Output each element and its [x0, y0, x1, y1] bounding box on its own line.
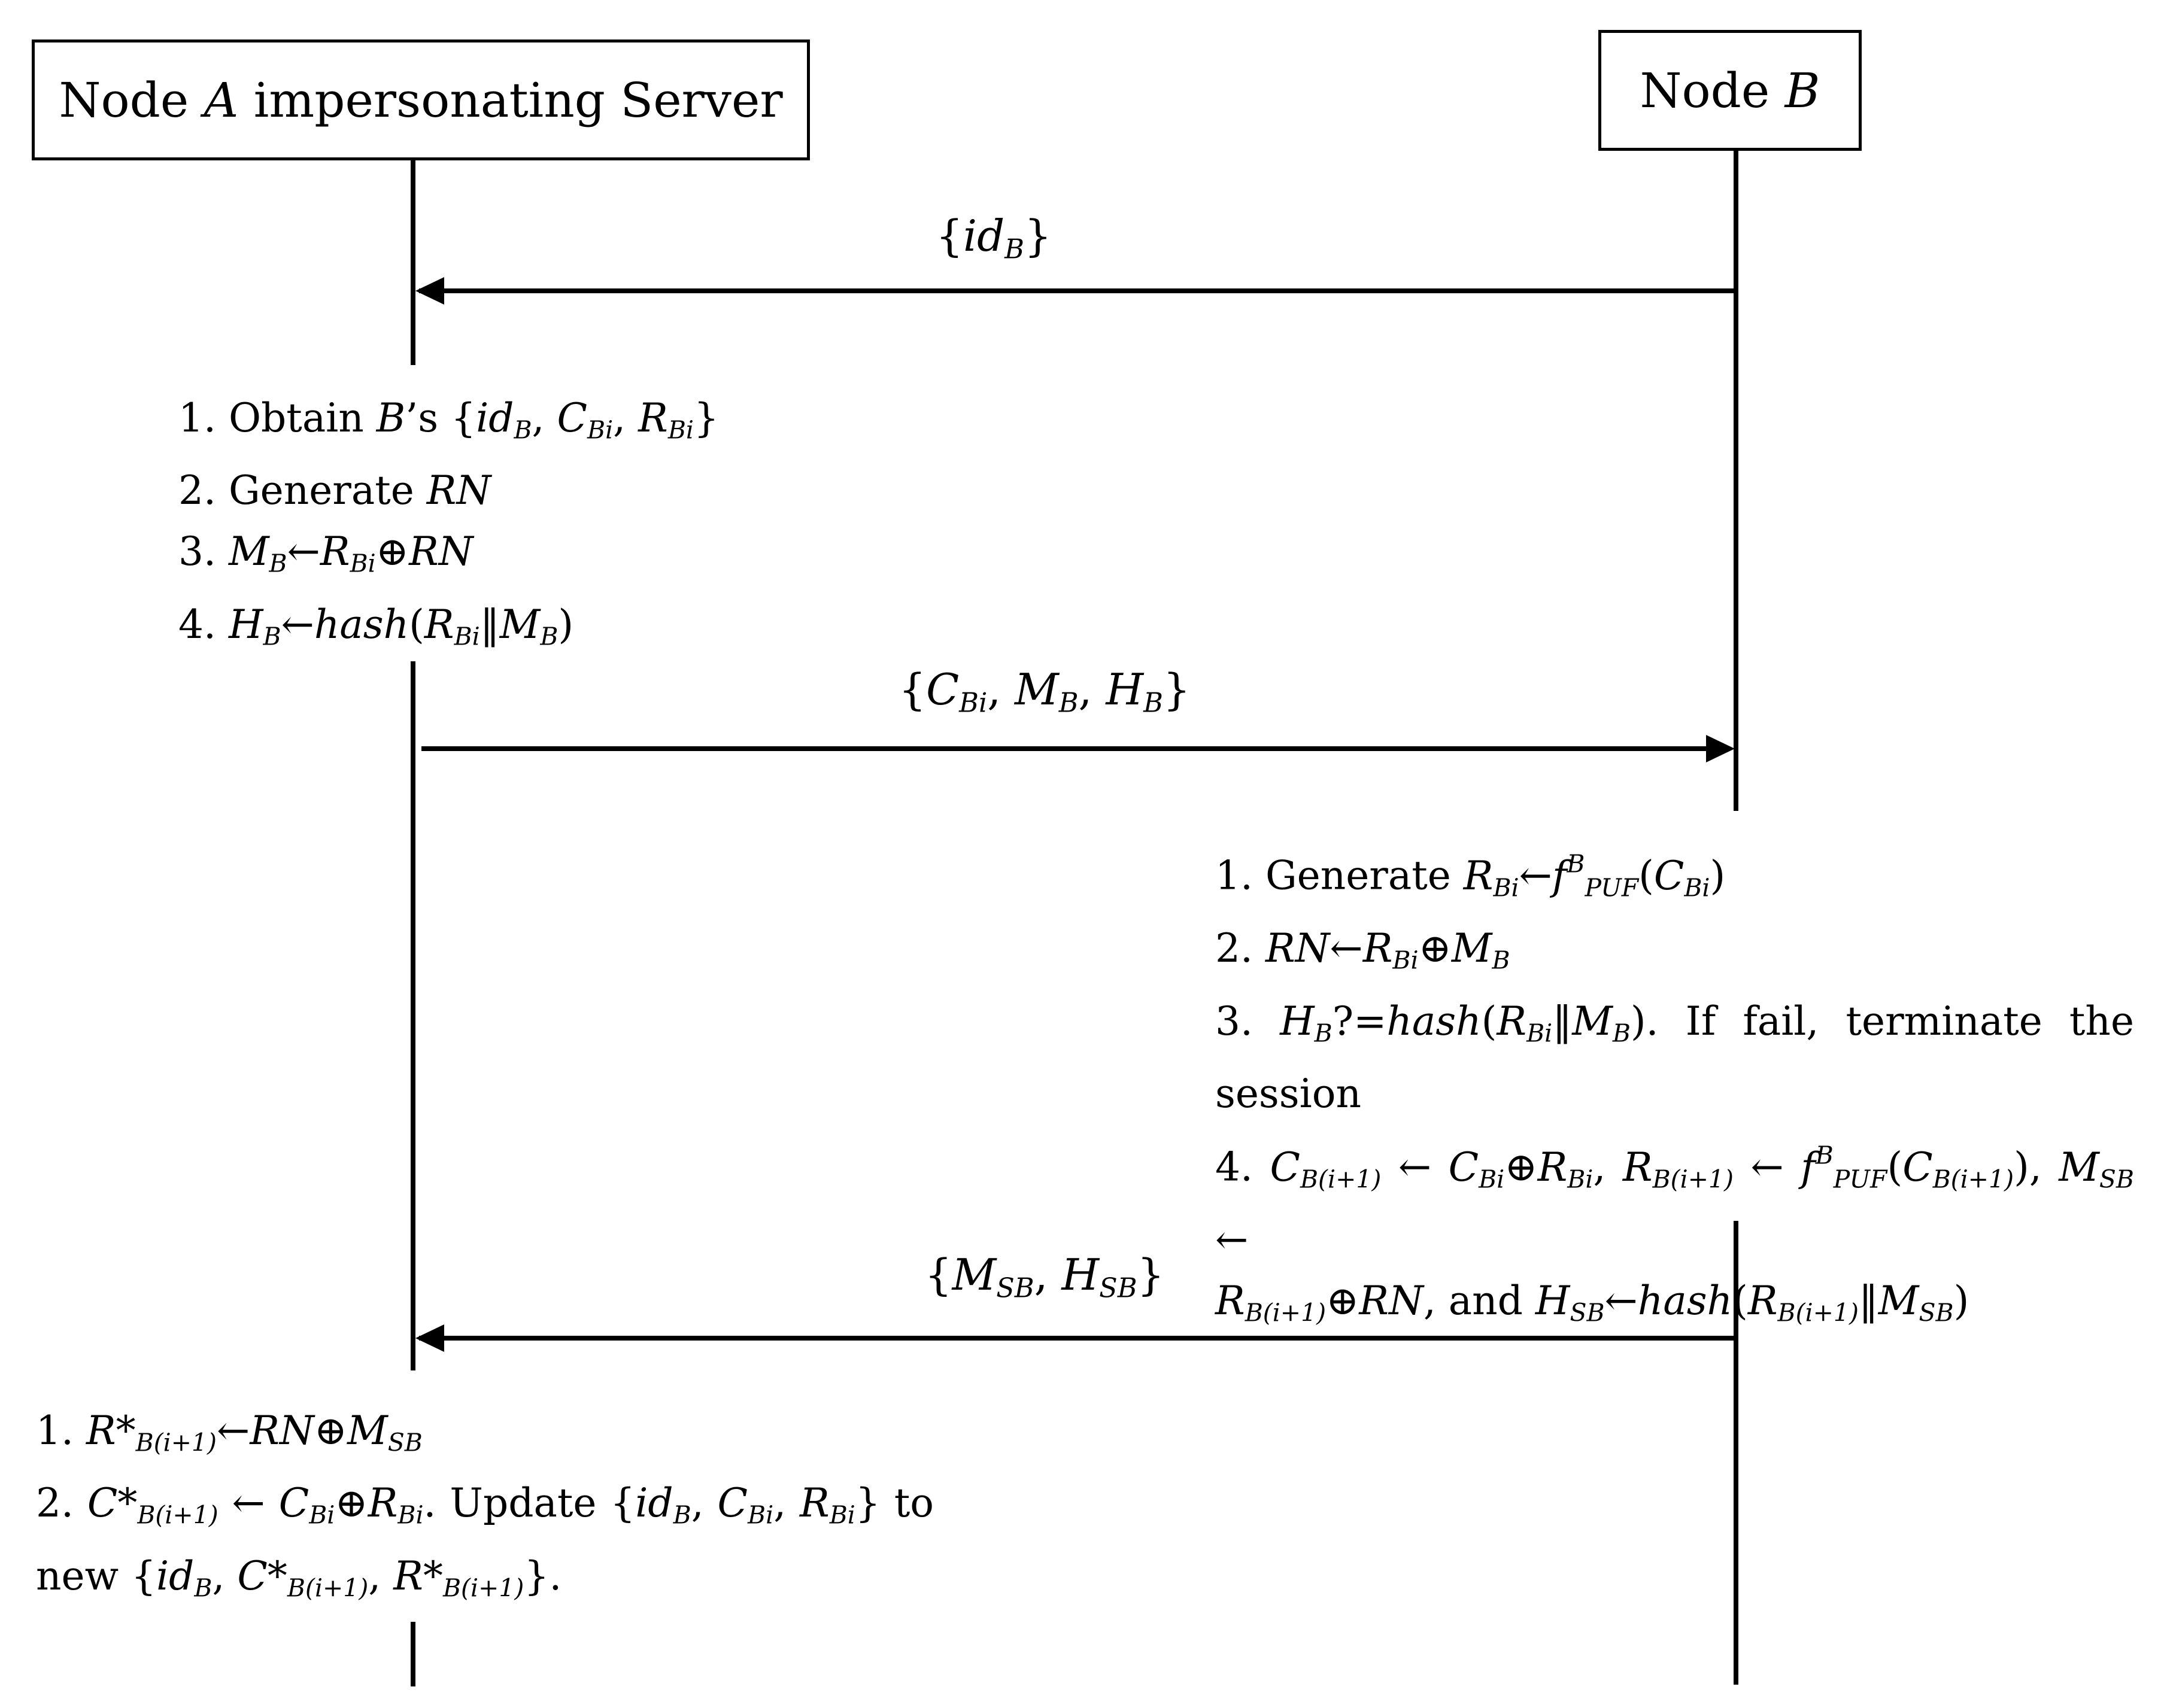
- server-steps-block-2: 1. R*B(i+1)←RN⊕MSB 2. C*B(i+1) ← CBi⊕RBi…: [36, 1400, 934, 1618]
- node-b-step-update: 4. CB(i+1) ← CBi⊕RBi, RB(i+1) ← fBPUF(CB…: [1215, 1141, 2134, 1263]
- node-b-step-verify-hash: 3. HB?=hash(RBi‖MB). If fail, terminate …: [1215, 998, 2135, 1047]
- arrowhead-b-to-a-response: [415, 1324, 444, 1352]
- node-b-step-generate-response: 1. Generate RBi←fBPUF(CBi): [1215, 849, 1726, 902]
- message-label-response: {MSB, HSB}: [924, 1250, 1165, 1304]
- node-b-steps-block: 1. Generate RBi←fBPUF(CBi) 2. RN←RBi⊕MB …: [1215, 833, 2134, 1344]
- node-b-step-verify-hash-cont: session: [1215, 1071, 1362, 1117]
- server-step-obtain: 1. Obtain B’s {idB, CBi, RBi}: [178, 395, 719, 445]
- participant-b-label: Node B: [1640, 62, 1820, 118]
- server-step-derive-c-update-cont: new {idB, C*B(i+1), R*B(i+1)}.: [36, 1552, 562, 1603]
- participant-a-label: Node A impersonating Server: [59, 72, 783, 128]
- message-label-id: {idB}: [936, 211, 1052, 265]
- server-step-derive-c-update: 2. C*B(i+1) ← CBi⊕RBi. Update {idB, CBi,…: [36, 1480, 934, 1530]
- server-step-derive-r: 1. R*B(i+1)←RN⊕MSB: [36, 1408, 423, 1457]
- participant-box-node-a-server: Node A impersonating Server: [32, 39, 810, 160]
- server-step-generate-rn: 2. Generate RN: [178, 467, 491, 514]
- server-step-compute-hb: 4. HB←hash(RBi‖MB): [178, 601, 574, 651]
- node-b-step-update-cont: RB(i+1)⊕RN, and HSB←hash(RB(i+1)‖MSB): [1215, 1278, 1969, 1327]
- server-step-compute-mb: 3. MB←RBi⊕RN: [178, 528, 474, 578]
- participant-box-node-b: Node B: [1598, 30, 1862, 151]
- message-label-challenge: {CBi, MB, HB}: [899, 664, 1191, 719]
- arrowhead-a-to-b-challenge: [1706, 735, 1735, 762]
- node-b-step-recover-rn: 2. RN←RBi⊕MB: [1215, 925, 1510, 975]
- arrowhead-b-to-a-id: [415, 277, 444, 305]
- server-steps-block-1: 1. Obtain B’s {idB, CBi, RBi} 2. Generat…: [178, 388, 777, 667]
